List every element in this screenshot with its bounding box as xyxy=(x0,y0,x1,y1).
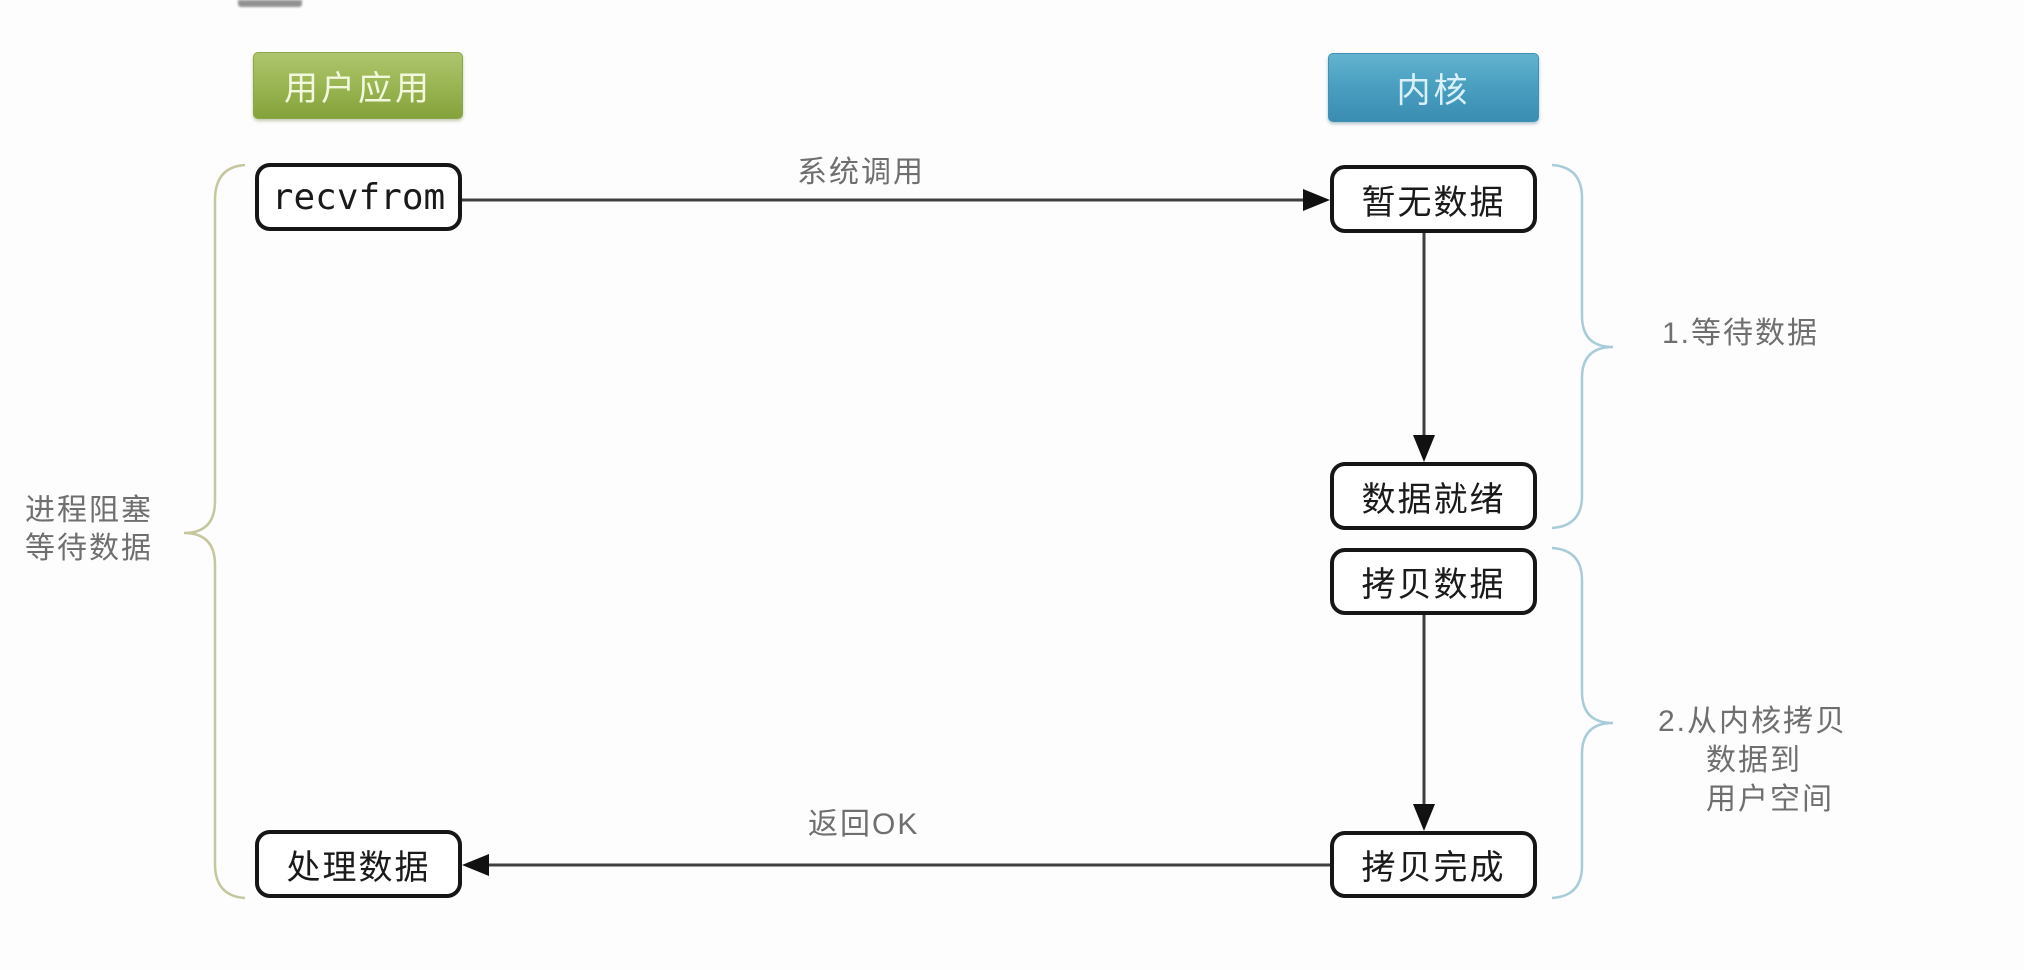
copy-arrowhead xyxy=(1413,804,1435,831)
node-process-data-label: 处理数据 xyxy=(286,848,431,887)
node-copy-data: 拷贝数据 xyxy=(1330,548,1537,615)
syscall-arrowhead xyxy=(1303,189,1330,211)
annotation-copy-to-user-space: 2.从内核拷贝 数据到 用户空间 xyxy=(1658,702,1847,819)
node-recvfrom: recvfrom xyxy=(255,163,462,231)
cropped-text-artifact xyxy=(238,0,302,7)
wait-arrowhead xyxy=(1413,435,1435,462)
node-no-data: 暂无数据 xyxy=(1330,165,1537,233)
annotation-copy-line1: 2.从内核拷贝 xyxy=(1658,705,1848,738)
annotation-process-blocked-line2: 等待数据 xyxy=(25,532,153,565)
right-curly-brace-copy xyxy=(1551,546,1614,900)
left-curly-brace xyxy=(183,163,246,900)
node-copy-done: 拷贝完成 xyxy=(1330,831,1537,898)
annotation-wait-for-data: 1.等待数据 xyxy=(1662,317,1820,350)
annotation-copy-line3: 用户空间 xyxy=(1706,783,1834,816)
return-ok-arrow-label: 返回OK xyxy=(808,808,920,841)
node-recvfrom-label: recvfrom xyxy=(271,176,446,218)
node-no-data-label: 暂无数据 xyxy=(1361,183,1506,222)
return-arrowhead xyxy=(462,854,489,876)
node-process-data: 处理数据 xyxy=(255,830,462,898)
node-copy-data-label: 拷贝数据 xyxy=(1361,566,1506,604)
syscall-arrow-label: 系统调用 xyxy=(797,156,925,189)
annotation-process-blocked-line1: 进程阻塞 xyxy=(25,494,153,527)
right-curly-brace-wait xyxy=(1551,163,1614,530)
node-data-ready-label: 数据就绪 xyxy=(1361,480,1506,519)
lane-header-kernel: 内核 xyxy=(1328,53,1539,122)
lane-header-user-app: 用户应用 xyxy=(253,52,463,119)
annotation-process-blocked: 进程阻塞 等待数据 xyxy=(25,492,153,568)
node-copy-done-label: 拷贝完成 xyxy=(1361,849,1506,887)
node-data-ready: 数据就绪 xyxy=(1330,462,1537,530)
annotation-copy-line2: 数据到 xyxy=(1706,744,1802,777)
lane-header-user-app-label: 用户应用 xyxy=(284,70,432,108)
lane-header-kernel-label: 内核 xyxy=(1396,72,1471,110)
